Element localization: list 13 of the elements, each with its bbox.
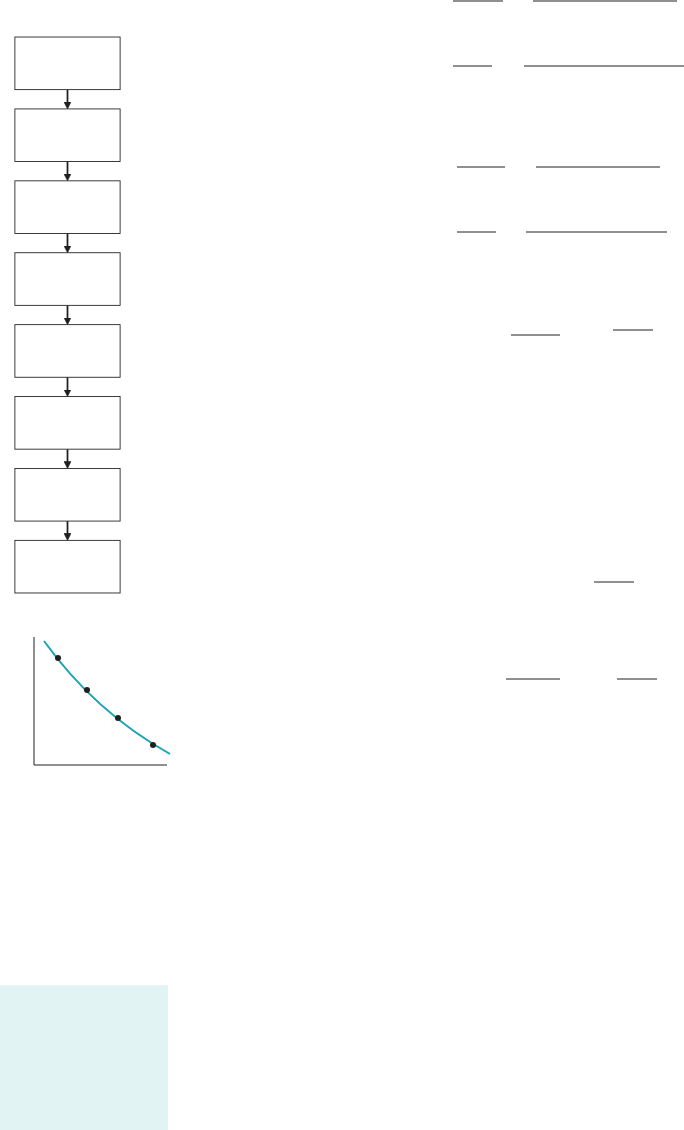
arrow — [63, 376, 72, 397]
node-box — [14, 36, 121, 91]
arrow — [63, 232, 72, 254]
node-box — [14, 539, 121, 594]
node-box — [14, 468, 121, 522]
arrow — [63, 304, 72, 325]
node-box — [14, 108, 121, 162]
arrow — [63, 160, 72, 182]
node-box — [14, 324, 121, 378]
node-box — [14, 252, 121, 306]
node-box — [14, 396, 121, 450]
arrow — [63, 88, 72, 110]
node-box — [14, 180, 121, 234]
